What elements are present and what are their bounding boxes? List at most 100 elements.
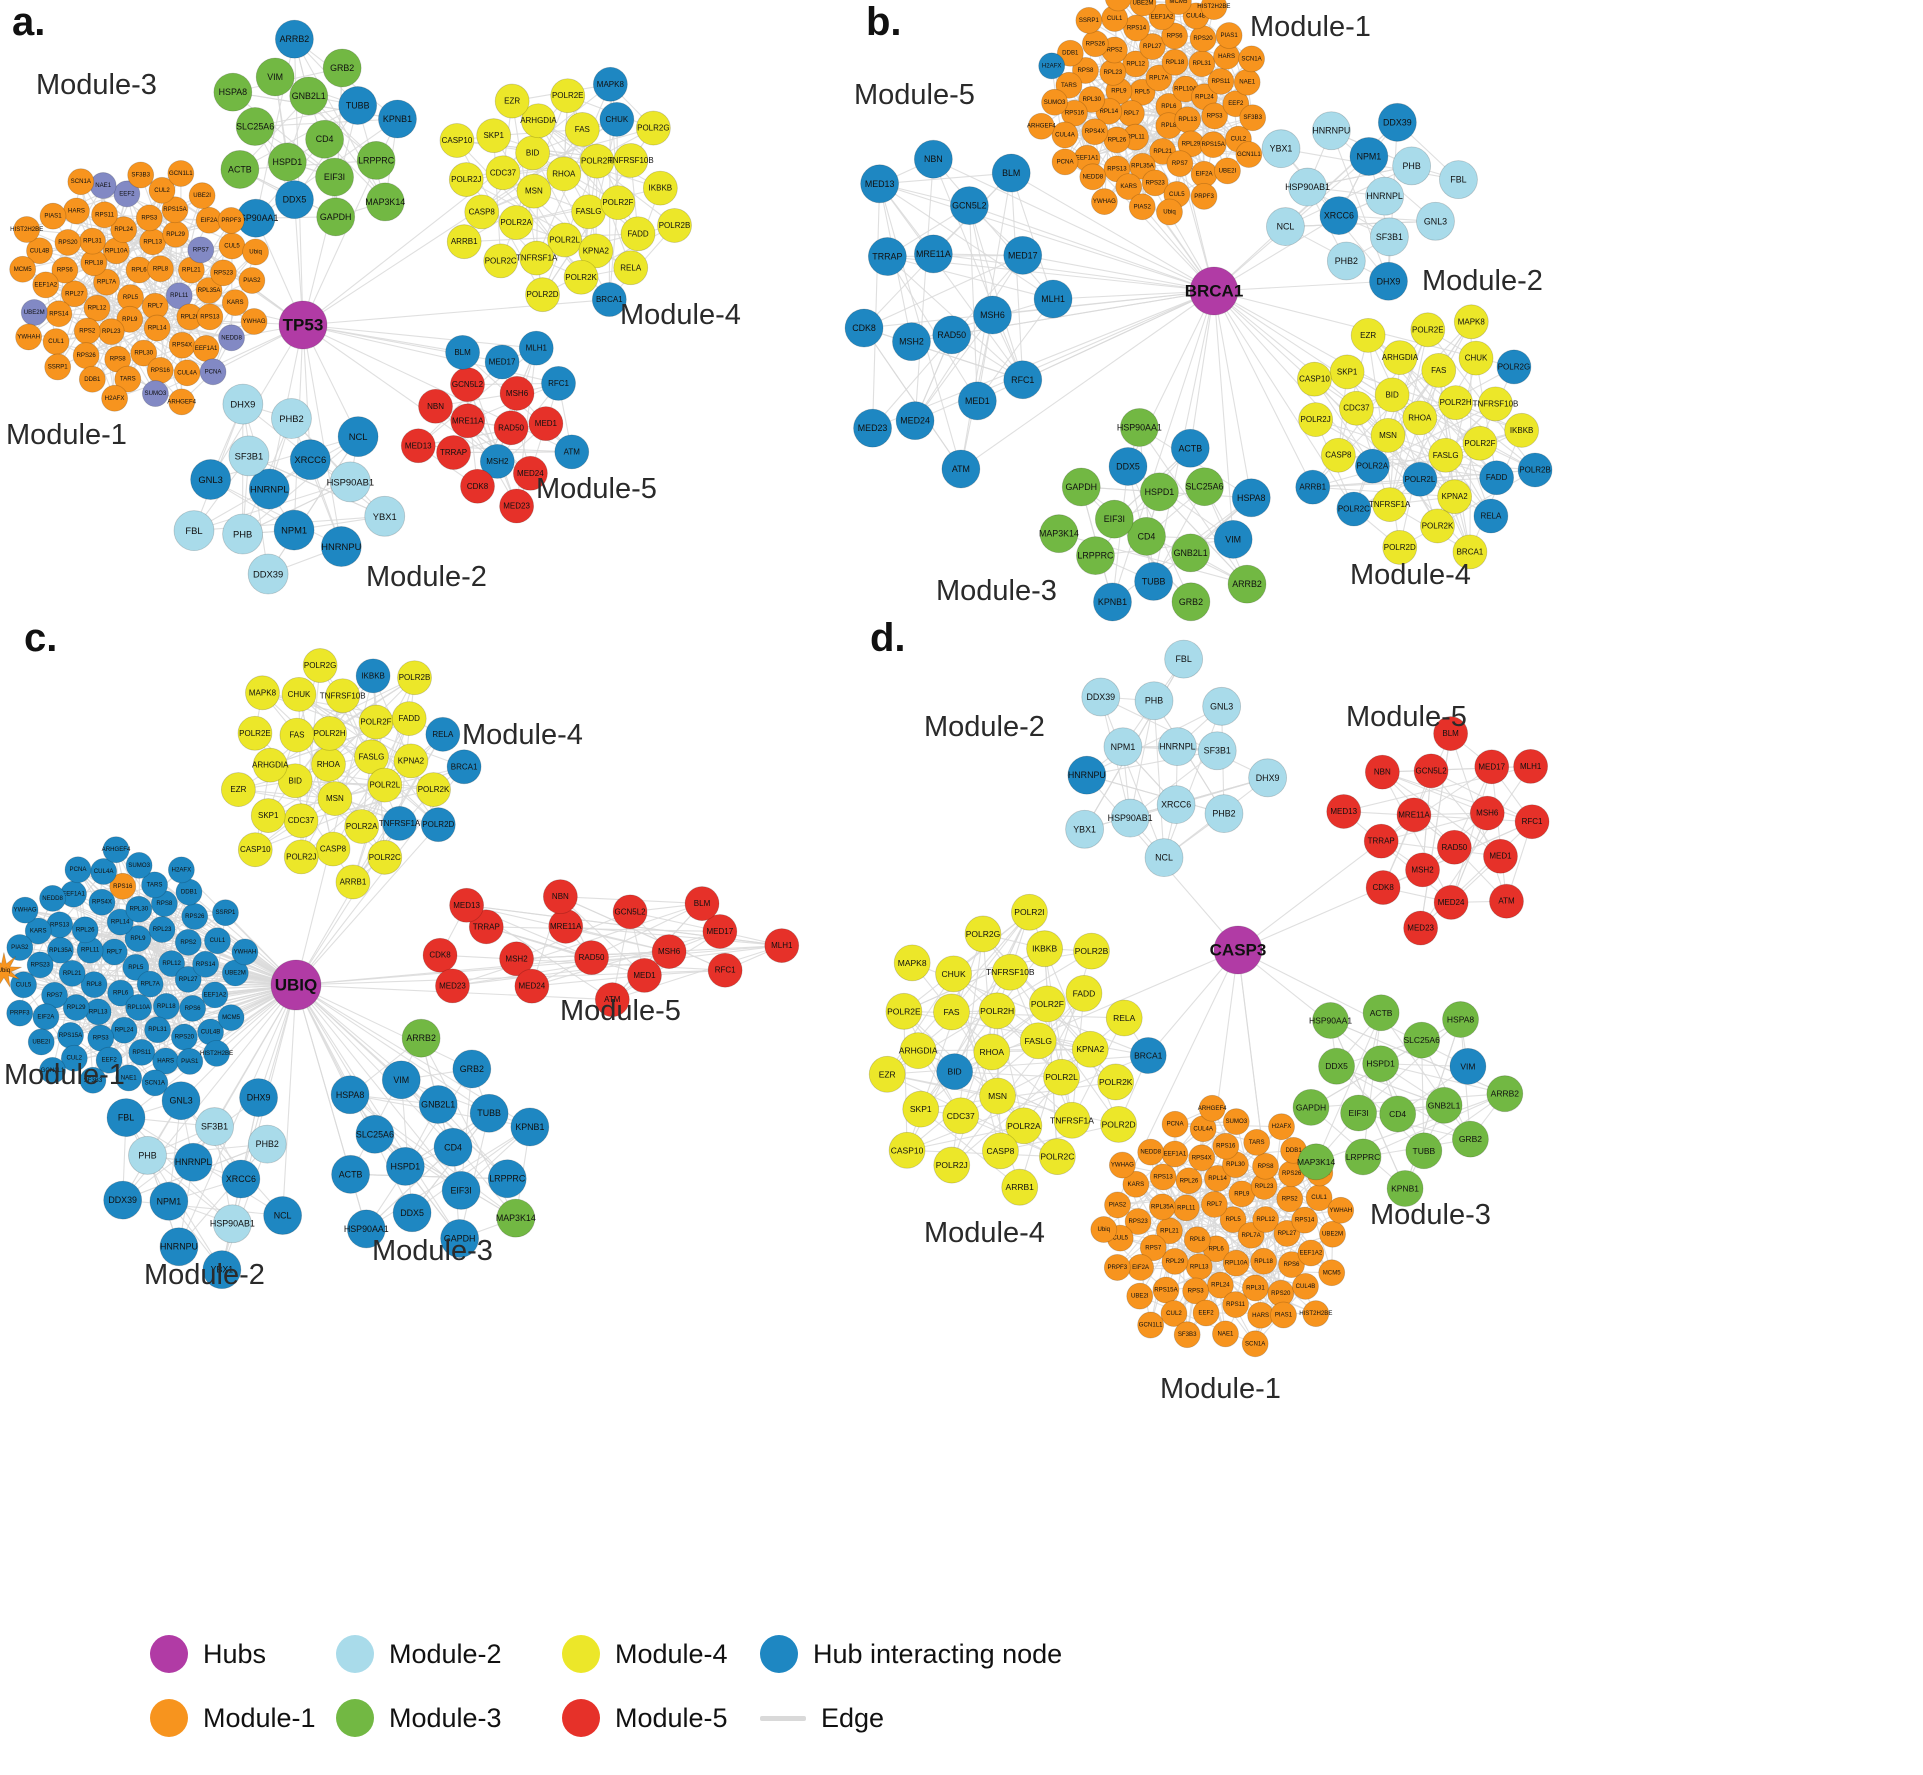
node-MSH6[interactable] xyxy=(651,934,687,969)
node-MED1[interactable] xyxy=(957,381,997,421)
node-DDX5[interactable] xyxy=(275,180,314,220)
node-TUBB[interactable] xyxy=(1134,561,1173,601)
node-SLC25A6[interactable] xyxy=(1403,1021,1441,1059)
node-POLR2H[interactable] xyxy=(1438,385,1474,421)
node-CDK8[interactable] xyxy=(460,468,495,504)
node-BRCA1[interactable] xyxy=(446,749,482,785)
node-CASP8[interactable] xyxy=(315,831,351,867)
node-CASP10[interactable] xyxy=(439,123,475,158)
node-RPS6[interactable] xyxy=(1161,22,1188,50)
node-GCN1L1[interactable] xyxy=(167,160,195,187)
node-PIAS2[interactable] xyxy=(238,267,266,294)
node-SLC25A6[interactable] xyxy=(355,1114,395,1154)
node-CUL5[interactable] xyxy=(218,232,246,260)
node-TARS[interactable] xyxy=(1055,71,1083,99)
node-NAE1[interactable] xyxy=(1233,68,1261,96)
node-NBN[interactable] xyxy=(418,388,453,424)
node-HNRNPU[interactable] xyxy=(1311,111,1351,151)
node-RPL8[interactable] xyxy=(147,255,174,283)
node-MAPK8[interactable] xyxy=(245,675,280,711)
node-CHUK[interactable] xyxy=(281,676,317,712)
node-MED23[interactable] xyxy=(435,968,470,1004)
node-KPNB1[interactable] xyxy=(378,99,417,139)
node-MCM5[interactable] xyxy=(1318,1259,1346,1287)
node-MAP3K14[interactable] xyxy=(365,182,405,222)
node-RPL10A[interactable] xyxy=(125,993,153,1021)
node-MED13[interactable] xyxy=(1326,794,1362,829)
node-SCN1A[interactable] xyxy=(1238,45,1265,73)
node-RPL9[interactable] xyxy=(124,925,152,952)
node-ATM[interactable] xyxy=(941,449,981,489)
node-RPL30[interactable] xyxy=(125,895,153,923)
node-MLH1[interactable] xyxy=(1033,279,1073,319)
node-RPL12[interactable] xyxy=(158,950,186,978)
node-LRPPRC[interactable] xyxy=(356,141,396,180)
node-POLR2C[interactable] xyxy=(1336,491,1372,527)
node-RPL12[interactable] xyxy=(1252,1206,1280,1233)
node-MLH1[interactable] xyxy=(1513,748,1549,784)
node-FAS[interactable] xyxy=(1421,352,1457,388)
node-CDK8[interactable] xyxy=(844,308,884,348)
node-CD4[interactable] xyxy=(1127,516,1166,556)
node-ARHGDIA[interactable] xyxy=(1382,340,1418,375)
node-GRB2[interactable] xyxy=(1452,1120,1489,1158)
node-POLR2B[interactable] xyxy=(1073,932,1110,970)
node-RFC1[interactable] xyxy=(707,952,743,988)
node-RELA[interactable] xyxy=(425,716,461,752)
node-MSH2[interactable] xyxy=(1405,852,1440,888)
node-HSP90AA1[interactable] xyxy=(346,1209,386,1249)
node-RELA[interactable] xyxy=(1473,498,1509,534)
node-POLR2A[interactable] xyxy=(498,205,534,240)
node-TARS[interactable] xyxy=(114,365,142,393)
node-RPS16[interactable] xyxy=(1212,1132,1240,1160)
node-RFC1[interactable] xyxy=(541,365,576,401)
hub-node-CASP3[interactable] xyxy=(1213,925,1263,975)
node-MED13[interactable] xyxy=(400,428,436,464)
node-ARRB1[interactable] xyxy=(1001,1168,1039,1206)
node-RPL31[interactable] xyxy=(79,227,106,255)
node-RPL13[interactable] xyxy=(84,998,112,1026)
node-POLR2B[interactable] xyxy=(1517,452,1553,488)
node-MED17[interactable] xyxy=(1003,235,1043,275)
node-EEF2[interactable] xyxy=(1192,1299,1220,1327)
node-ATM[interactable] xyxy=(1489,883,1524,919)
node-SUMO3[interactable] xyxy=(141,380,169,407)
node-RHOA[interactable] xyxy=(546,156,582,192)
node-BRCA1[interactable] xyxy=(1129,1037,1167,1074)
node-Ubiq[interactable] xyxy=(0,952,22,988)
node-SUMO3[interactable] xyxy=(1222,1108,1250,1136)
node-RPS23[interactable] xyxy=(26,951,54,979)
node-EIF3I[interactable] xyxy=(1340,1094,1377,1132)
node-BID[interactable] xyxy=(277,763,313,799)
node-RPL31[interactable] xyxy=(1242,1274,1269,1302)
node-IKBKB[interactable] xyxy=(1504,412,1540,448)
node-TUBB[interactable] xyxy=(1405,1132,1443,1170)
node-TNFRSF10B[interactable] xyxy=(1478,386,1513,422)
node-CHUK[interactable] xyxy=(935,955,972,993)
node-FBL[interactable] xyxy=(1164,639,1204,679)
node-ACTB[interactable] xyxy=(331,1154,370,1194)
node-RPS2[interactable] xyxy=(73,317,101,345)
node-EIF3I[interactable] xyxy=(441,1170,481,1210)
node-KPNA2[interactable] xyxy=(393,743,429,779)
node-MAPK8[interactable] xyxy=(893,944,931,982)
node-CUL2[interactable] xyxy=(60,1044,88,1072)
node-ARRB1[interactable] xyxy=(335,864,371,900)
node-EZR[interactable] xyxy=(494,83,530,119)
node-RPL35A[interactable] xyxy=(1148,1193,1176,1221)
node-BID[interactable] xyxy=(515,135,551,171)
node-XRCC6[interactable] xyxy=(221,1159,261,1199)
node-POLR2L[interactable] xyxy=(1043,1058,1080,1096)
node-IKBKB[interactable] xyxy=(1026,930,1064,968)
node-NEDD8[interactable] xyxy=(1137,1138,1165,1166)
node-RPL8[interactable] xyxy=(80,971,108,999)
node-RPL30[interactable] xyxy=(1078,86,1106,113)
node-HARS[interactable] xyxy=(63,197,90,225)
node-RPL7A[interactable] xyxy=(93,268,120,296)
node-RPL7[interactable] xyxy=(100,938,128,966)
node-TNFRSF10B[interactable] xyxy=(991,953,1029,991)
hub-node-UBIQ[interactable] xyxy=(270,959,322,1011)
node-ARRB1[interactable] xyxy=(1295,469,1331,505)
node-ARRB2[interactable] xyxy=(274,19,314,59)
node-POLR2K[interactable] xyxy=(416,772,451,807)
